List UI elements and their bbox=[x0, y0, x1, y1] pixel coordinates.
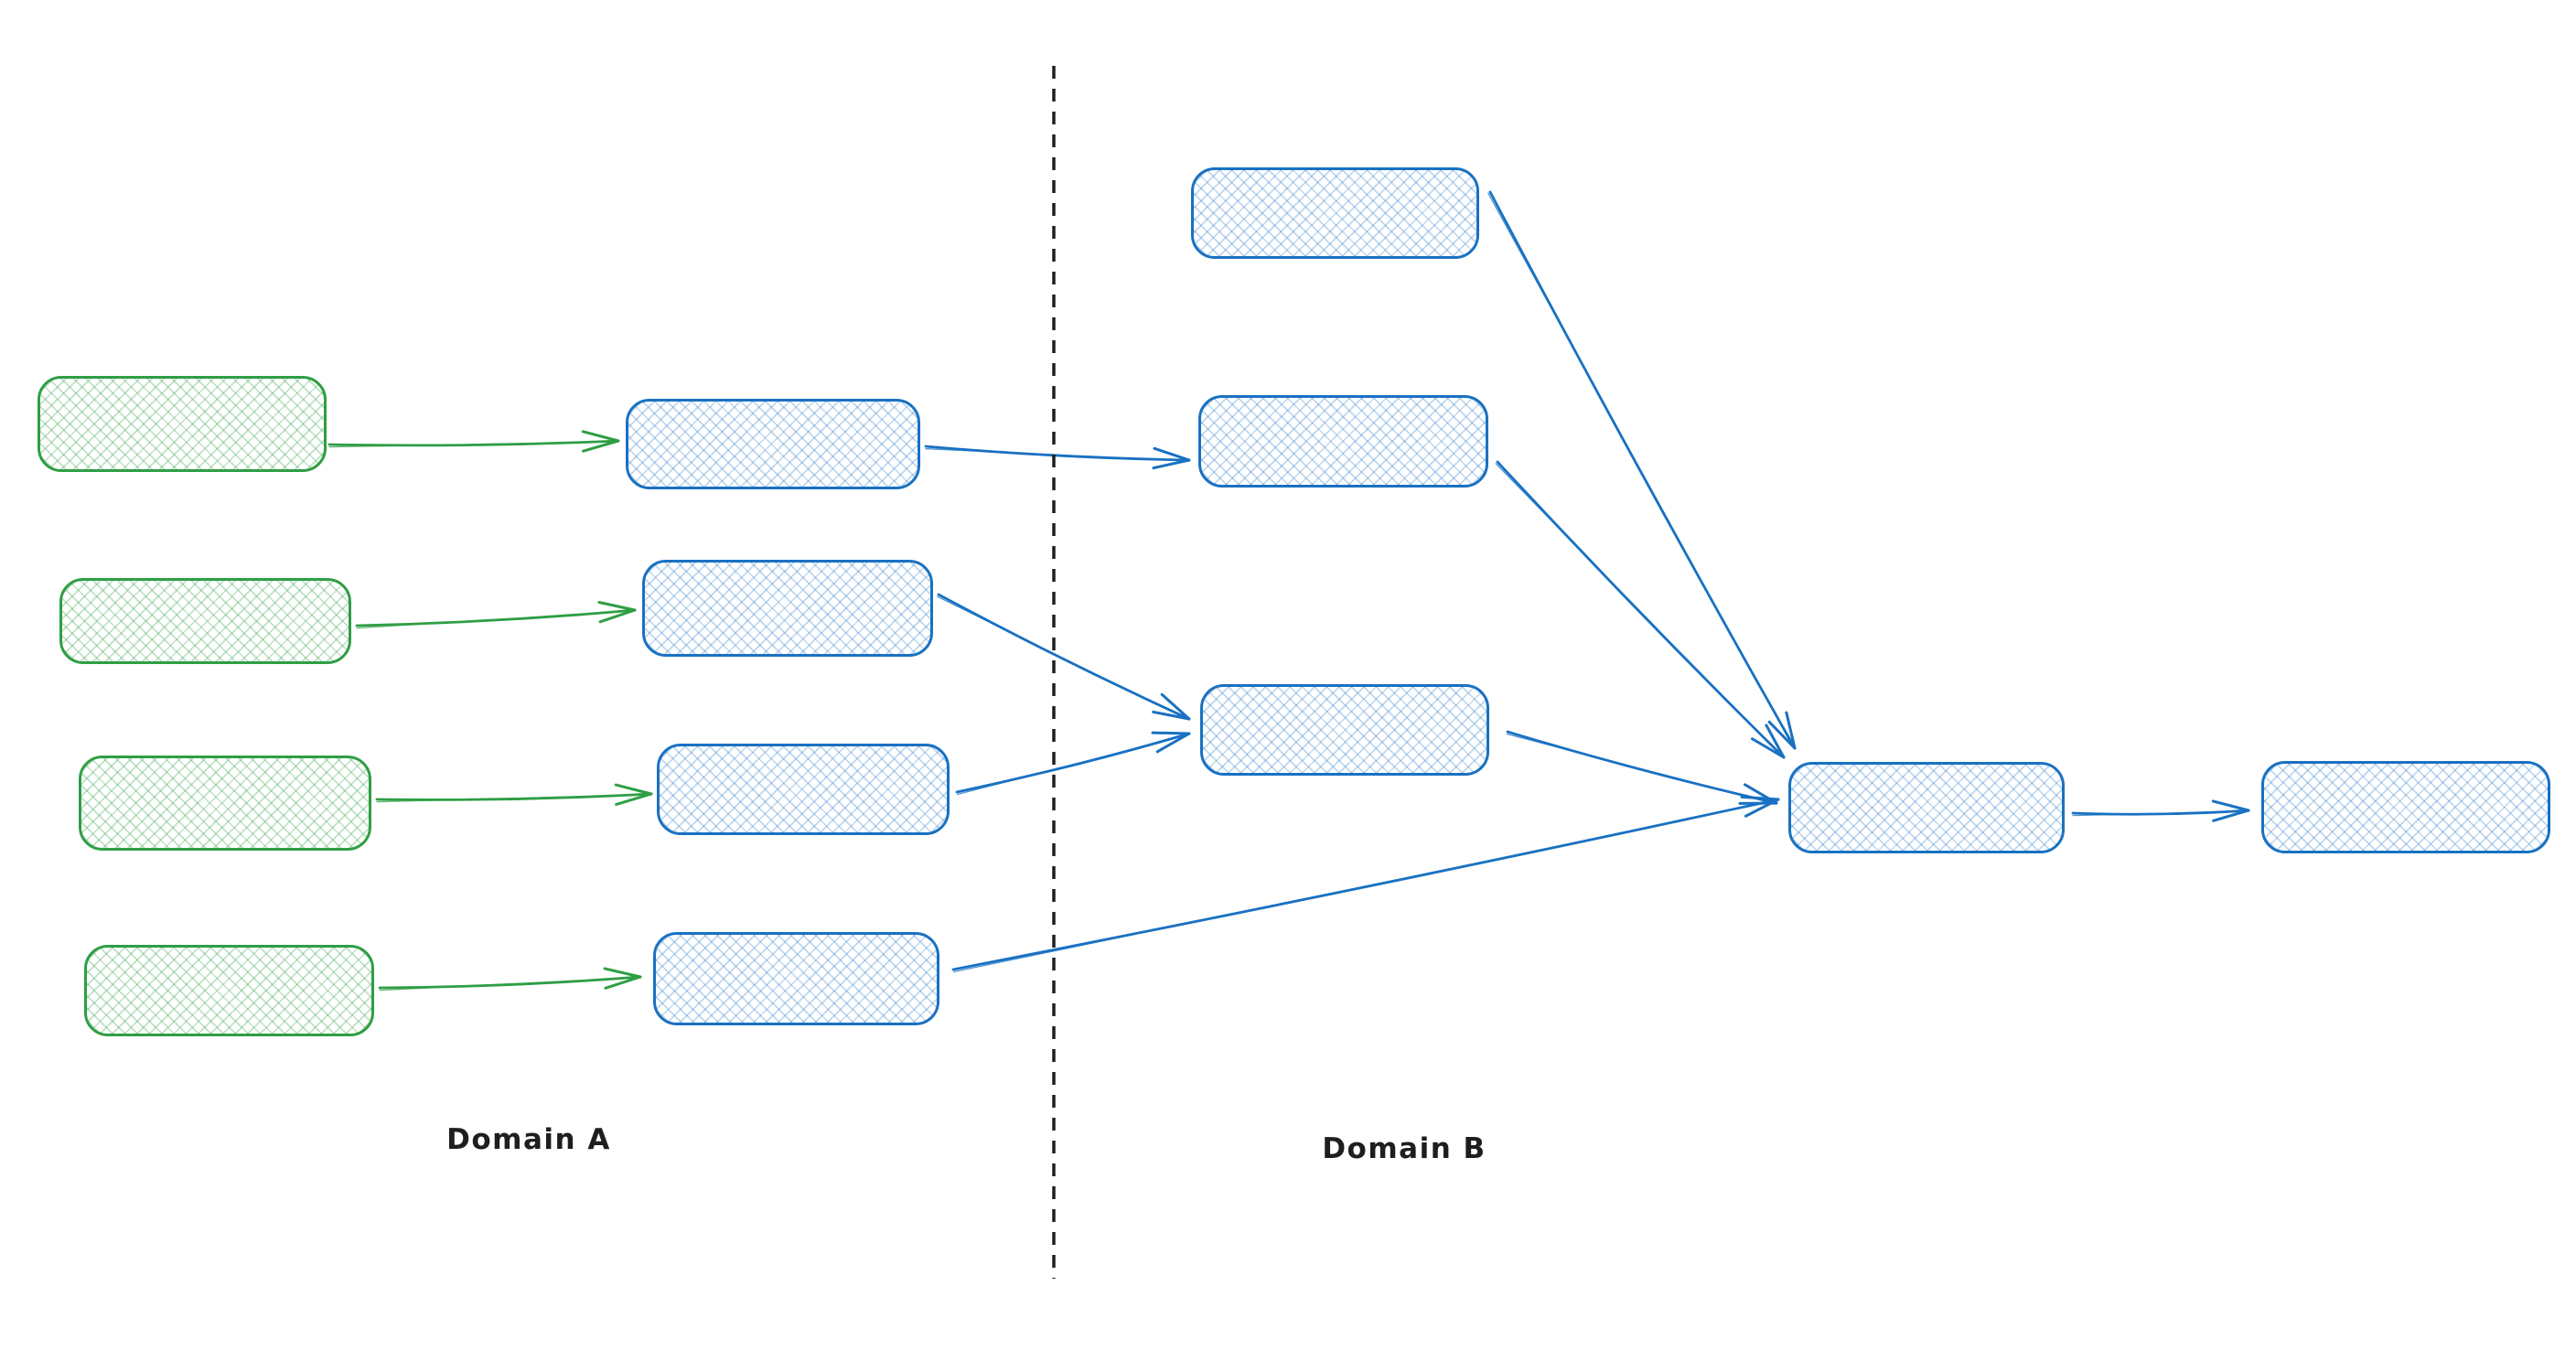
arrow-green1-a1[interactable] bbox=[327, 430, 620, 453]
green-box-2[interactable] bbox=[59, 578, 351, 664]
blue-box-a3[interactable] bbox=[657, 744, 950, 835]
arrow-a1-b2[interactable] bbox=[924, 445, 1191, 470]
blue-box-a2[interactable] bbox=[642, 560, 933, 657]
blue-box-a4[interactable] bbox=[653, 932, 939, 1025]
blue-box-b1[interactable] bbox=[1191, 167, 1479, 259]
arrow-green4-a4[interactable] bbox=[378, 967, 642, 991]
green-box-4[interactable] bbox=[84, 945, 374, 1036]
arrow-a3-b3[interactable] bbox=[955, 731, 1191, 796]
arrow-a2-b3[interactable] bbox=[937, 593, 1191, 721]
domain-b-label: Domain B bbox=[1322, 1132, 1487, 1165]
arrow-b2-merge[interactable] bbox=[1495, 460, 1786, 759]
domain-a-label: Domain A bbox=[446, 1123, 611, 1156]
arrow-b3-merge[interactable] bbox=[1506, 730, 1778, 805]
arrow-green3-a3[interactable] bbox=[375, 783, 653, 806]
blue-box-a1[interactable] bbox=[626, 399, 920, 489]
arrow-b1-merge[interactable] bbox=[1487, 190, 1797, 750]
blue-box-b2[interactable] bbox=[1198, 395, 1488, 488]
blue-box-output[interactable] bbox=[2261, 761, 2550, 853]
blue-box-merge[interactable] bbox=[1788, 762, 2065, 853]
arrow-green2-a2[interactable] bbox=[355, 601, 637, 629]
green-box-3[interactable] bbox=[79, 756, 371, 851]
green-box-1[interactable] bbox=[38, 376, 327, 472]
arrow-merge-output[interactable] bbox=[2071, 799, 2250, 822]
blue-box-b3[interactable] bbox=[1200, 684, 1489, 776]
